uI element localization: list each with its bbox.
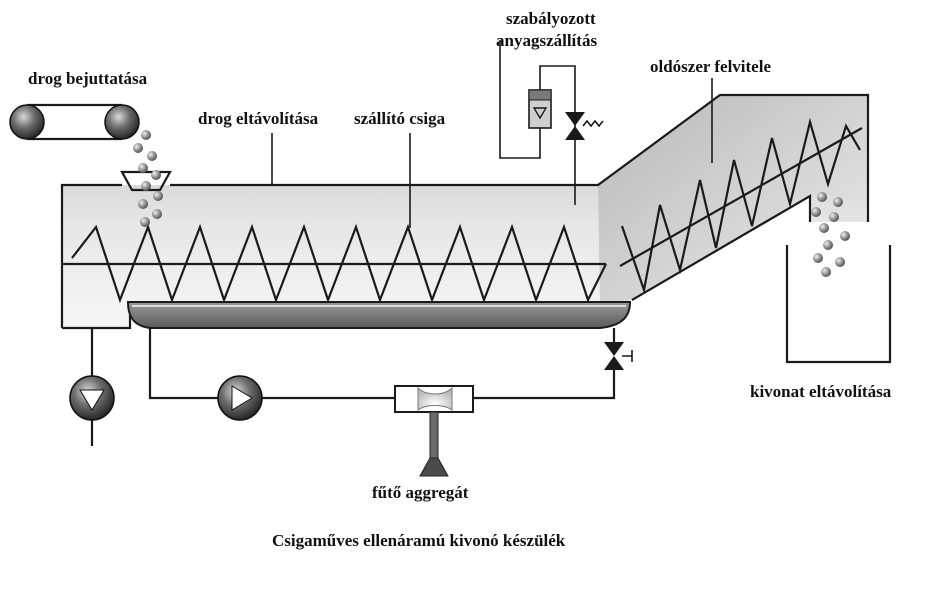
drain-line <box>69 328 115 446</box>
label-anyagszallitas: anyagszállítás <box>496 31 597 50</box>
feed-conveyor <box>9 103 140 141</box>
drain-pump-icon[interactable] <box>69 375 115 421</box>
inclined-screw <box>619 117 863 295</box>
heating-loop <box>148 328 633 477</box>
label-szabalyozott: szabályozott <box>506 9 596 28</box>
burner-icon <box>419 411 449 477</box>
label-drog-eltavolitasa: drog eltávolítása <box>198 109 319 128</box>
heating-jacket <box>126 301 632 329</box>
feed-valve-icon[interactable] <box>565 112 604 140</box>
heat-exchanger <box>394 385 474 413</box>
label-drog-bejuttatasa: drog bejuttatása <box>28 69 148 88</box>
horizontal-screw <box>62 223 607 304</box>
regulated-feed-assembly <box>499 40 604 205</box>
circulation-pump-icon[interactable] <box>217 375 263 421</box>
conveyor-roller-left <box>9 104 45 140</box>
label-oldoszer-felvitele: oldószer felvitele <box>650 57 771 76</box>
label-futo-aggregat: fűtő aggregát <box>372 483 469 502</box>
extract-particles <box>811 192 850 277</box>
figure-caption: Csigaműves ellenáramú kivonó készülék <box>272 531 566 550</box>
conveyor-roller-right <box>104 104 140 140</box>
label-szallito-csiga: szállító csiga <box>354 109 446 128</box>
drug-particles <box>133 130 163 227</box>
label-kivonat-eltavolitasa: kivonat eltávolítása <box>750 382 892 401</box>
heating-valve-icon[interactable] <box>604 342 633 370</box>
extract-tank <box>785 245 892 364</box>
